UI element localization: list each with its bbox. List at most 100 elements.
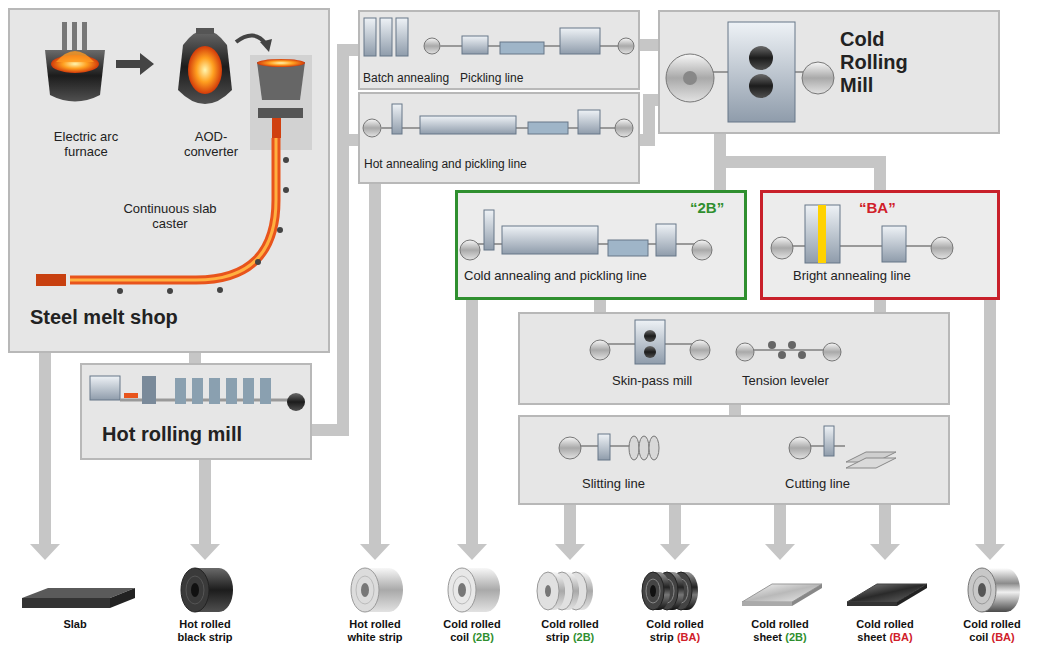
line-label: Cold annealing and pickling line: [464, 269, 647, 284]
product-item: Slab: [35, 560, 115, 652]
line-label: Pickling line: [460, 72, 523, 86]
line-label: Tension leveler: [742, 374, 829, 389]
flow-connector: [369, 184, 381, 544]
coil-icon: [351, 568, 403, 612]
electric-arc-furnace: [45, 22, 105, 102]
cold-rolling-mill: [683, 71, 697, 85]
coil-icon: [186, 576, 204, 604]
flow-connector: [189, 353, 201, 363]
product-label: Cold rolled sheet(2B): [740, 618, 820, 644]
hot-rolling-mill: [260, 378, 271, 404]
process-line-box: Hot annealing and pickling line: [358, 92, 640, 184]
bright-annealing-line: [805, 205, 840, 263]
cutting-line: [824, 426, 834, 456]
slitting-line: [598, 434, 610, 460]
cold-rolling-mill: [728, 22, 795, 122]
product-item: Cold rolled coil(2B): [432, 560, 512, 652]
aod-converter: [188, 46, 222, 94]
strip-coils-icon: [562, 572, 579, 610]
hot-rolling-mill: [226, 378, 237, 404]
process-area: Hot rolling mill: [80, 363, 312, 460]
area-title: Steel melt shop: [30, 306, 178, 329]
batch-annealing-furnaces: [380, 18, 392, 56]
product-item: Cold rolled sheet(BA): [845, 560, 925, 652]
strip-coils-icon: [537, 572, 559, 610]
cold-rolling-mill: [666, 54, 714, 102]
hot-rolling-mill: [120, 399, 300, 402]
continuous-caster: [277, 227, 283, 233]
finish-code: (2B): [785, 631, 806, 643]
continuous-caster: [257, 62, 305, 100]
strip-coils-icon: [678, 585, 684, 597]
continuous-caster: [117, 288, 123, 294]
process-arrow: [236, 35, 266, 44]
line-label: Batch annealing: [363, 72, 449, 86]
strip-coils-icon: [681, 572, 698, 610]
continuous-caster: [258, 108, 303, 118]
slitting-line: [570, 445, 650, 447]
cold-rolling-mill: [749, 74, 773, 98]
strip-coils-icon: [660, 579, 674, 603]
strip-coils-icon: [674, 579, 688, 603]
coil-icon: [968, 568, 996, 612]
annealing-pickling-line: [392, 104, 402, 134]
tension-leveler: [768, 341, 776, 349]
skin-pass-mill: [600, 343, 700, 345]
line-label: Bright annealing line: [793, 269, 911, 284]
coil-icon: [448, 568, 476, 612]
tension-leveler: [745, 349, 832, 351]
hot-rolling-mill: [192, 378, 203, 404]
product-item: Cold rolled strip(2B): [530, 560, 610, 652]
product-name: Hot rolled white strip: [347, 618, 402, 643]
sheet-icon: [742, 602, 792, 606]
strip-coils-icon: [537, 572, 593, 610]
pickling-line: [500, 42, 544, 54]
sheet-icon: [847, 584, 927, 606]
cold-rolling-mill: [802, 62, 834, 94]
coil-icon: [181, 568, 233, 612]
hot-rolling-mill: [124, 393, 138, 398]
slitting-line: [559, 434, 659, 460]
continuous-caster: [250, 55, 312, 150]
sheet-icon: [847, 602, 897, 606]
strip-coils-icon: [576, 572, 593, 610]
strip-coils-icon: [667, 572, 684, 610]
annealing-pickling-line: [578, 110, 600, 134]
flow-connector: [466, 300, 478, 544]
continuous-caster: [70, 138, 276, 280]
pickling-line: [618, 38, 634, 54]
slab-icon: [22, 588, 135, 608]
flow-connector: [729, 405, 741, 415]
finish-code: (BA): [889, 631, 912, 643]
tension-leveler: [736, 343, 754, 361]
coil-icon: [968, 568, 1020, 612]
aod-converter: [178, 28, 232, 104]
continuous-caster: [255, 259, 261, 265]
strip-coils-icon: [650, 585, 656, 597]
batch-annealing-furnaces: [364, 18, 376, 56]
line-label: Skin-pass mill: [612, 374, 692, 389]
annealing-pickling-line: [615, 119, 633, 137]
process-line-box: Slitting lineCutting line: [518, 415, 950, 505]
strip-coils-icon: [573, 585, 579, 597]
product-label: Cold rolled coil(BA): [952, 618, 1032, 644]
coil-icon: [448, 568, 500, 612]
flow-connector: [984, 300, 996, 544]
electric-arc-furnace: [45, 50, 105, 102]
bright-annealing-line: [931, 237, 953, 259]
strip-coils-icon: [653, 572, 670, 610]
flow-connector: [640, 39, 658, 51]
cold-annealing-pickling-line: [502, 226, 598, 254]
continuous-caster: [36, 274, 66, 286]
line-label: Hot annealing and pickling line: [364, 158, 527, 172]
process-arrow: [116, 53, 154, 75]
annealing-pickling-line: [380, 127, 622, 129]
hot-rolling-mill: [287, 393, 305, 411]
tension-leveler: [823, 343, 841, 361]
skin-pass-mill: [690, 340, 710, 360]
flow-connector: [594, 300, 606, 312]
cold-annealing-pickling-line: [692, 240, 712, 260]
cutting-line: [800, 445, 845, 447]
coil-icon: [181, 568, 209, 612]
